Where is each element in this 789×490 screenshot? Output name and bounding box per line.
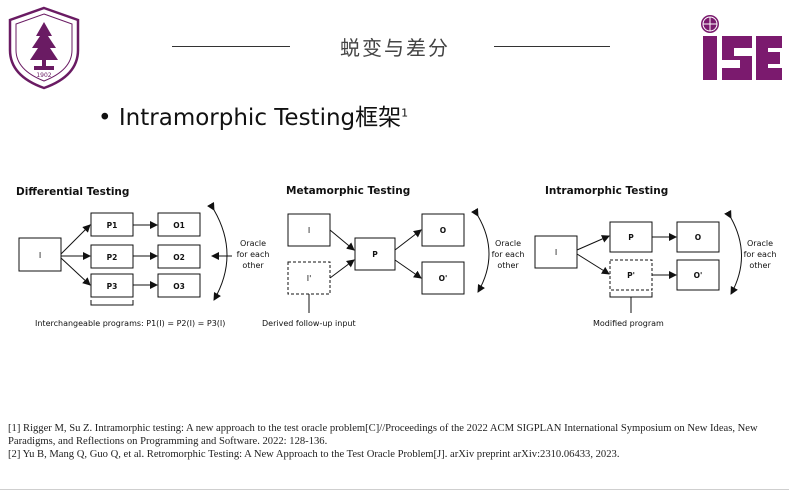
metamorphic-testing-panel: Metamorphic Testing I I' P O O' Oracle f… — [262, 185, 524, 328]
diff-input-box — [18, 237, 62, 272]
diff-program-label-2: P2 — [107, 253, 118, 262]
intra-caption: Modified program — [593, 319, 664, 328]
page-title: 蜕变与差分 — [340, 36, 450, 60]
meta-input-box-1 — [287, 213, 331, 247]
intra-program-box-1 — [609, 221, 653, 253]
intra-oracle-line-1: Oracle — [747, 239, 773, 248]
diff-output-box-3 — [157, 273, 201, 298]
meta-caption: Derived follow-up input — [262, 319, 356, 328]
meta-output-box-1 — [421, 213, 465, 247]
intra-output-label-2: O' — [694, 271, 703, 280]
meta-input-label-2: I' — [307, 274, 312, 283]
metamorphic-title: Metamorphic Testing — [286, 185, 410, 197]
meta-oracle-line-1: Oracle — [495, 239, 521, 248]
intramorphic-title: Intramorphic Testing — [545, 185, 668, 197]
meta-oracle-line-2: for each — [492, 250, 525, 259]
intra-oracle-line-3: other — [749, 261, 771, 270]
intra-output-box-2 — [676, 259, 720, 291]
bullet-dot: • — [98, 105, 119, 131]
diff-caption: Interchangeable programs: P1(I) = P2(I) … — [35, 319, 225, 328]
bullet-text: Intramorphic Testing框架 — [118, 105, 402, 131]
differential-title: Differential Testing — [16, 186, 129, 198]
diff-output-label-1: O1 — [173, 221, 185, 230]
diff-output-box-1 — [157, 212, 201, 237]
reference-2: [2] Yu B, Mang Q, Guo Q, et al. Retromor… — [8, 449, 620, 460]
references: [1] Rigger M, Su Z. Intramorphic testing… — [8, 422, 783, 461]
testing-diagram: Differential Testing I P1 P2 P3 O1 O2 O3… — [16, 185, 777, 328]
header-divider-right — [494, 46, 610, 47]
nju-seal-icon: 1902 — [8, 6, 80, 90]
diff-output-label-3: O3 — [173, 282, 185, 291]
nju-seal-year: 1902 — [36, 72, 51, 79]
intra-input-label: I — [555, 248, 557, 257]
diff-oracle-line-3: other — [242, 261, 264, 270]
intra-program-box-2 — [609, 259, 653, 291]
intra-input-box — [534, 235, 578, 269]
differential-testing-panel: Differential Testing I P1 P2 P3 O1 O2 O3… — [16, 186, 269, 328]
diff-oracle-line-2: for each — [237, 250, 270, 259]
bullet-heading: • Intramorphic Testing框架1 — [98, 98, 408, 132]
meta-output-label-1: O — [440, 226, 446, 235]
header-divider-left — [172, 46, 290, 47]
diff-output-label-2: O2 — [173, 253, 185, 262]
intra-output-box-1 — [676, 221, 720, 253]
meta-program-label: P — [372, 250, 378, 259]
intra-program-label-2: P' — [627, 271, 635, 280]
diff-output-box-2 — [157, 244, 201, 269]
diff-input-label: I — [39, 251, 41, 260]
intra-oracle-line-2: for each — [744, 250, 777, 259]
reference-1: [1] Rigger M, Su Z. Intramorphic testing… — [8, 423, 758, 447]
intra-output-label-1: O — [695, 233, 701, 242]
intra-program-label-1: P — [628, 233, 634, 242]
ise-logo-icon — [701, 15, 782, 80]
bullet-footnote-marker: 1 — [401, 106, 409, 120]
diff-oracle-line-1: Oracle — [240, 239, 266, 248]
meta-output-label-2: O' — [439, 274, 448, 283]
meta-input-label-1: I — [308, 226, 310, 235]
diff-program-label-1: P1 — [107, 221, 118, 230]
meta-output-box-2 — [421, 261, 465, 295]
meta-oracle-line-3: other — [497, 261, 519, 270]
diff-program-label-3: P3 — [107, 282, 118, 291]
intramorphic-testing-panel: Intramorphic Testing I P P' O O' Oracle … — [534, 185, 777, 328]
meta-program-box — [354, 237, 396, 271]
